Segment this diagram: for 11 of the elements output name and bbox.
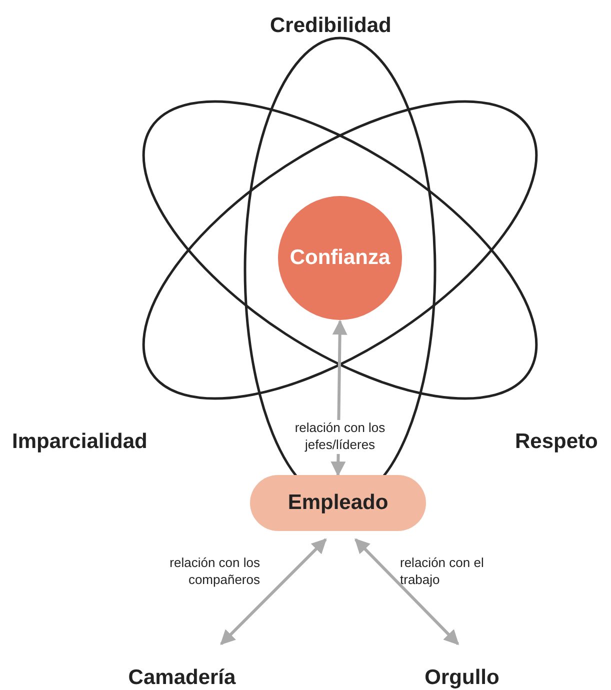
node-label: Orgullo xyxy=(412,644,512,690)
edge-label: relación con los compañeros xyxy=(168,555,260,589)
orbit-label: Imparcialidad xyxy=(12,430,148,454)
edge-label: relación con el trabajo xyxy=(400,555,485,589)
double-arrow xyxy=(220,538,327,646)
double-arrow xyxy=(354,538,460,646)
pill-node: Empleado xyxy=(250,475,426,531)
orbit-label: Respeto xyxy=(515,430,598,454)
orbit-label: Credibilidad xyxy=(270,14,392,38)
circle-node: Confianza xyxy=(278,196,402,320)
node-label: Camadería xyxy=(112,644,252,690)
